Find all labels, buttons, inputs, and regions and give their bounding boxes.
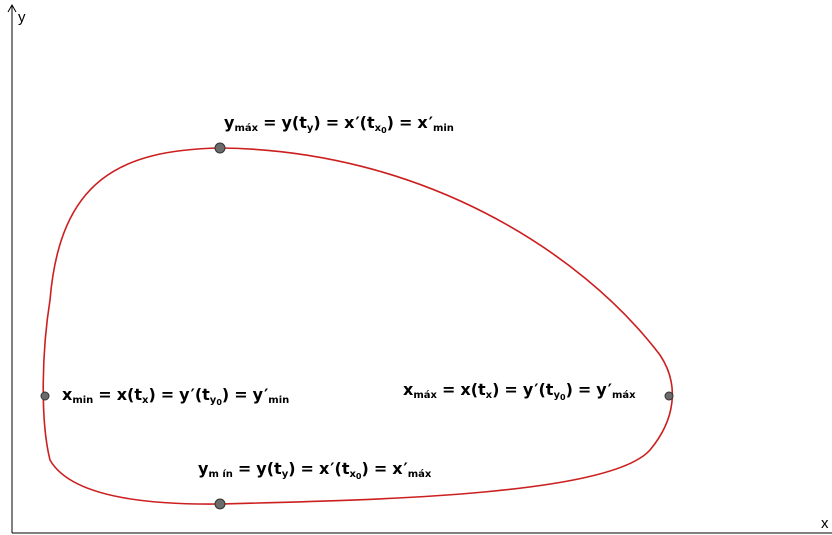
eq-t1-sub: x xyxy=(142,395,149,406)
point-x-max xyxy=(664,391,674,401)
eq-rhs-sub: máx xyxy=(611,390,636,401)
point-x-min xyxy=(40,391,50,401)
eq-lhs: y xyxy=(224,113,235,132)
eq-t2-sub: x xyxy=(349,469,356,480)
eq-rhs: x xyxy=(392,459,403,478)
eq-f1: y xyxy=(256,459,267,478)
eq-lhs-sub: máx xyxy=(413,390,437,401)
eq-lhs-sub: máx xyxy=(234,123,259,134)
eq-t1-sub: y xyxy=(306,123,314,134)
eq-f1: x xyxy=(116,385,128,404)
closed-curve xyxy=(42,147,674,505)
eq-lhs: y xyxy=(198,459,209,478)
eq-t2: t xyxy=(545,380,554,399)
eq-f2: y xyxy=(179,385,190,404)
eq-lhs-sub: min xyxy=(72,395,94,406)
eq-rhs-sub: min xyxy=(268,395,290,406)
eq-rhs: y xyxy=(596,380,607,399)
eq-f2: x xyxy=(318,459,330,478)
eq-t1-sub: y xyxy=(281,469,289,480)
x-axis-label: x xyxy=(821,515,829,532)
point-y-min xyxy=(214,498,226,510)
eq-t2-subsub: 0 xyxy=(355,472,362,481)
y-axis-arrow-icon xyxy=(7,3,17,13)
eq-lhs-sub: m ín xyxy=(208,469,233,480)
eq-f1: y xyxy=(281,113,292,132)
eq-t1: t xyxy=(274,459,282,478)
eq-lhs: x xyxy=(62,385,73,404)
eq-t2-subsub: 0 xyxy=(559,393,566,402)
eq-t1-sub: x xyxy=(485,390,493,401)
eq-t2: t xyxy=(366,113,375,132)
eq-rhs-sub: min xyxy=(432,123,454,134)
eq-t1: t xyxy=(134,385,142,404)
eq-t2-sub: y xyxy=(209,395,217,406)
y-axis-label: y xyxy=(18,9,26,26)
eq-f1: x xyxy=(460,380,471,399)
eq-t2-sub: y xyxy=(553,390,560,401)
eq-f2: y xyxy=(522,380,534,399)
annotation-x-max: xmáx=x(tx)=y′(ty0)=y′máx xyxy=(403,380,636,402)
eq-rhs: x xyxy=(417,113,428,132)
annotation-y-min: ym ín=y(ty)=x′(tx0)=x′máx xyxy=(198,459,432,481)
eq-t2-subsub: 0 xyxy=(216,398,222,407)
annotation-x-min: xmin=x(tx)=y′(ty0)=y′min xyxy=(62,385,290,407)
eq-f2: x xyxy=(344,113,355,132)
eq-t2-sub: x xyxy=(374,123,382,134)
eq-t1: t xyxy=(299,113,307,132)
eq-t2: t xyxy=(202,385,210,404)
eq-lhs: x xyxy=(403,380,414,399)
eq-t2: t xyxy=(341,459,350,478)
eq-rhs-sub: máx xyxy=(407,469,432,480)
point-y-max xyxy=(214,142,226,154)
eq-t2-subsub: 0 xyxy=(381,126,387,135)
eq-t1: t xyxy=(478,380,486,399)
annotation-y-max: ymáx=y(ty)=x′(tx0)=x′min xyxy=(224,113,454,135)
eq-rhs: y xyxy=(252,385,264,404)
